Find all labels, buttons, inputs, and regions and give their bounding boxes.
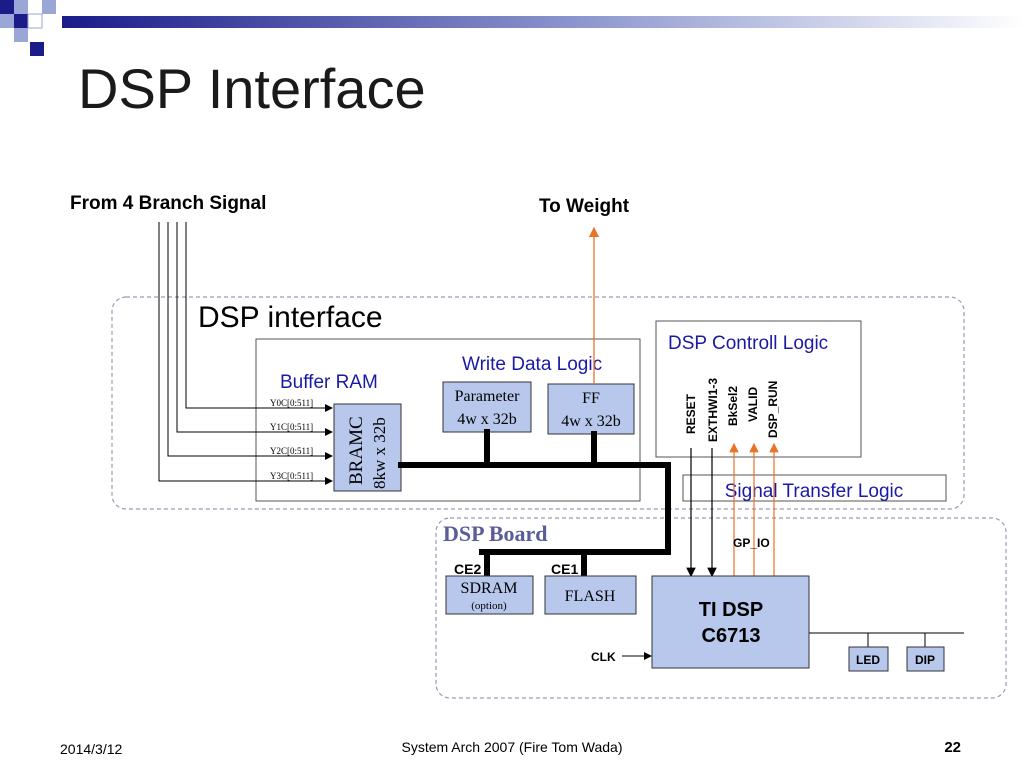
buffer-ram-label: Buffer RAM (280, 372, 378, 393)
signal-transfer-box (682, 474, 947, 502)
dsp-board-region (435, 517, 1007, 699)
sdram-block (445, 575, 534, 615)
control-wires (686, 442, 779, 578)
dip-label: DIP (915, 653, 935, 667)
signal-bksel-label: BkSel2 (726, 386, 740, 426)
control-logic-label: DSP Controll Logic (668, 333, 828, 354)
peripheral-wires (809, 632, 964, 647)
input-y0c-label: Y0C[0:511] (270, 398, 313, 408)
dsp-interface-region (111, 296, 965, 510)
dip-block (906, 646, 945, 672)
flash-label: FLASH (565, 588, 616, 605)
bramc-line1: BRAMC (346, 416, 367, 485)
bramc-line2: 8kw x 32b (370, 417, 389, 489)
header-decoration (0, 0, 1024, 56)
parameter-line1: Parameter (455, 388, 521, 405)
footer-center: System Arch 2007 (Fire Tom Wada) (402, 739, 623, 755)
signal-transfer-label: Signal Transfer Logic (725, 481, 904, 502)
gpio-label: GP_IO (733, 536, 770, 550)
ce1-label: CE1 (551, 561, 578, 577)
clk-label: CLK (591, 650, 616, 664)
input-signal-labels: Y0C[0:511] Y1C[0:511] Y2C[0:511] Y3C[0:5… (270, 398, 313, 481)
to-weight-label: To Weight (539, 196, 630, 217)
parameter-line2: 4w x 32b (457, 411, 517, 428)
signal-dsp-run-label: DSP_RUN (766, 381, 780, 438)
signal-valid-label: VALID (746, 387, 760, 422)
write-data-logic-label: Write Data Logic (462, 354, 602, 375)
ti-dsp-line2: C6713 (702, 625, 761, 647)
control-logic-box (655, 320, 862, 458)
sdram-line1: SDRAM (461, 580, 518, 597)
input-y3c-label: Y3C[0:511] (270, 471, 313, 481)
ti-dsp-block (651, 575, 810, 669)
from-branch-label: From 4 Branch Signal (70, 193, 266, 214)
flash-block (544, 575, 637, 615)
parameter-block (442, 381, 532, 433)
ti-dsp-line1: TI DSP (699, 599, 763, 621)
dsp-interface-label: DSP interface (198, 301, 383, 334)
dsp-board-label: DSP Board (443, 521, 548, 546)
control-signal-labels: RESET EXTHWI1-3 BkSel2 VALID DSP_RUN (684, 378, 780, 442)
footer-date: 2014/3/12 (60, 741, 122, 757)
bramc-block (333, 403, 402, 492)
branch-wires (158, 222, 333, 485)
data-bus (398, 429, 671, 580)
input-y1c-label: Y1C[0:511] (270, 422, 313, 432)
signal-exthwi-label: EXTHWI1-3 (706, 378, 720, 442)
ff-line2: 4w x 32b (561, 413, 621, 430)
page-title: DSP Interface (78, 57, 426, 120)
led-label: LED (856, 653, 880, 667)
signal-reset-label: RESET (684, 393, 698, 434)
input-y2c-label: Y2C[0:511] (270, 446, 313, 456)
ce2-label: CE2 (454, 561, 481, 577)
led-block (848, 646, 889, 672)
footer-page-number: 22 (944, 739, 961, 756)
sdram-line2: (option) (471, 600, 507, 612)
ff-line1: FF (582, 390, 600, 407)
